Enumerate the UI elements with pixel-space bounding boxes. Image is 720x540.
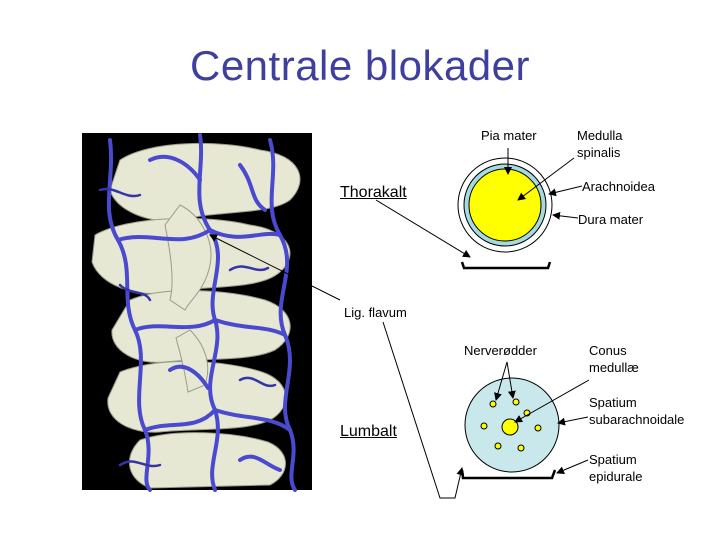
label-lumbalt: Lumbalt: [340, 423, 397, 441]
epidural-bracket-thoracic: [462, 262, 550, 268]
spatium-epi-arrow: [557, 460, 588, 473]
lumbar-cross-section: [462, 378, 559, 478]
medulla-spinalis-disc: [469, 169, 541, 241]
label-conus-line2: medullæ: [589, 359, 639, 376]
lumbar-ligament-arrow: [383, 322, 462, 498]
thoracic-cross-section: [458, 158, 552, 268]
spine-illustration: [82, 133, 312, 490]
label-spatium-sub-line1: Spatium: [589, 394, 637, 411]
label-nerverodder: Nerverødder: [464, 342, 537, 359]
label-arachnoidea: Arachnoidea: [582, 178, 655, 195]
label-spatium-sub-line2: subarachnoidale: [589, 411, 684, 428]
dura-mater-arrow: [553, 215, 578, 218]
spatium-sub-arrow: [558, 417, 588, 423]
arachnoidea-arrow: [549, 186, 582, 194]
label-thorakalt: Thorakalt: [340, 184, 407, 202]
thoracic-epidural-arrow: [376, 200, 470, 257]
label-medulla-line1: Medulla: [577, 127, 623, 144]
label-spatium-epi-line1: Spatium: [589, 451, 637, 468]
label-pia-mater: Pia mater: [481, 127, 537, 144]
label-spatium-epi-line2: epidurale: [589, 468, 643, 485]
label-lig-flavum: Lig. flavum: [344, 304, 407, 321]
label-medulla-line2: spinalis: [577, 144, 620, 161]
label-conus-line1: Conus: [589, 342, 627, 359]
label-dura-mater: Dura mater: [578, 211, 643, 228]
